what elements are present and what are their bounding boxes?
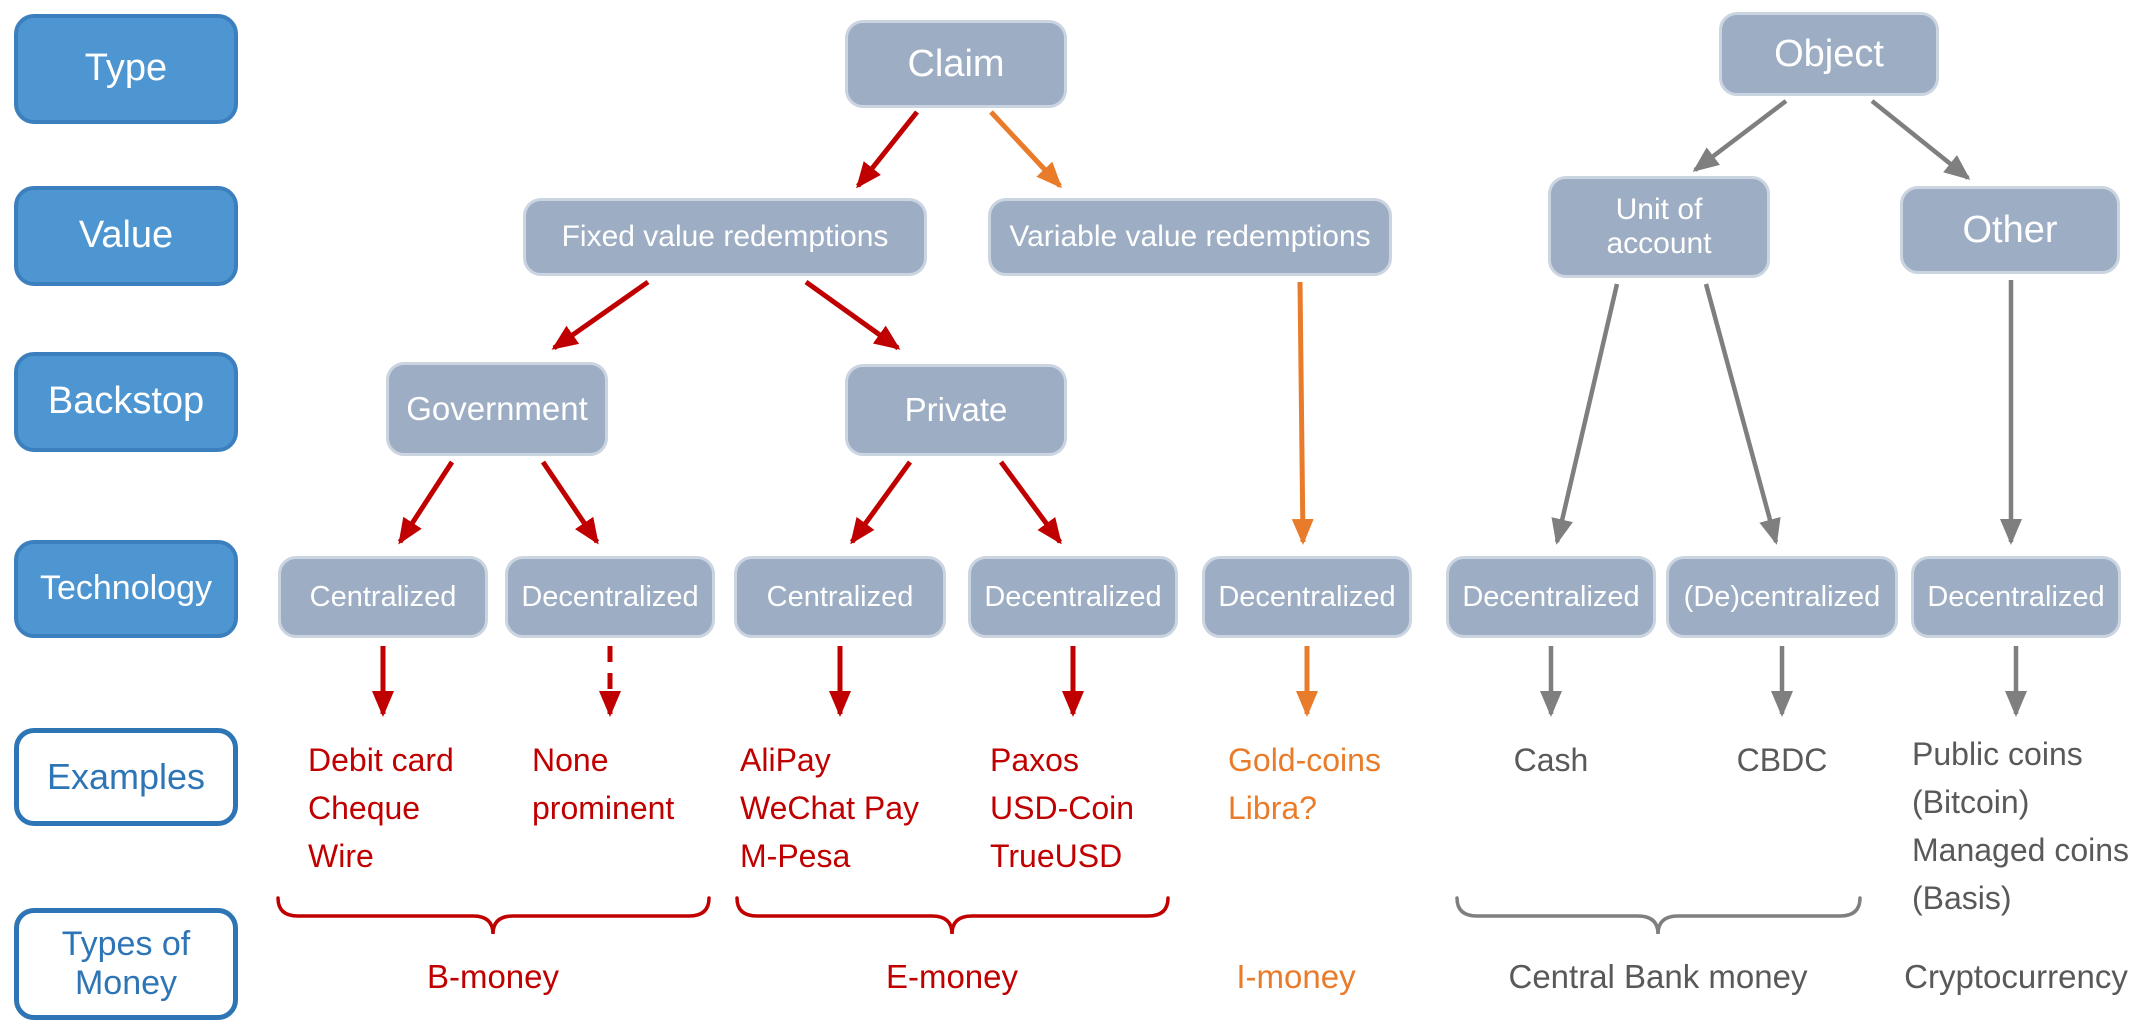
arrow-government-to-decentralized — [540, 460, 600, 545]
example-line: Wire — [308, 838, 374, 874]
arrow-fixed-to-private — [804, 279, 901, 351]
brace-e-money — [735, 896, 1170, 935]
examples-e-money-centralized: AliPay WeChat Pay M-Pesa — [740, 736, 919, 880]
row-label-type: Type — [14, 14, 238, 124]
example-line: USD-Coin — [990, 790, 1135, 826]
example-line: Debit card — [308, 742, 454, 778]
examples-cbdc: CBDC — [1736, 742, 1828, 778]
label-e-money: E-money — [885, 958, 1019, 995]
label-central-bank-money: Central Bank money — [1508, 958, 1808, 995]
examples-e-money-decentralized: Paxos USD-Coin TrueUSD — [990, 736, 1134, 880]
node-fixed-value-redemptions: Fixed value redemptions — [523, 198, 927, 276]
arrow-government-to-centralized — [397, 460, 455, 545]
node-claim: Claim — [845, 20, 1067, 108]
example-line: None — [532, 742, 609, 778]
examples-cryptocurrency: Public coins (Bitcoin) Managed coins (Ba… — [1912, 730, 2129, 922]
arrow-private-to-decentralized — [998, 460, 1063, 545]
tech-node-decentralized-cbdc: (De)centralized — [1666, 556, 1898, 638]
examples-i-money: Gold-coins Libra? — [1228, 736, 1381, 832]
arrow-fixed-to-government — [551, 279, 650, 351]
node-other: Other — [1900, 186, 2120, 274]
example-line: AliPay — [740, 742, 831, 778]
examples-b-money-government: Debit card Cheque Wire — [308, 736, 454, 880]
arrow-claim-to-fixed — [856, 110, 919, 189]
example-line: M-Pesa — [740, 838, 851, 874]
tech-node-decentralized-i: Decentralized — [1202, 556, 1412, 638]
example-line: Public coins — [1912, 736, 2083, 772]
example-line: Managed coins — [1912, 832, 2130, 868]
example-line: (Basis) — [1912, 880, 2012, 916]
row-label-examples: Examples — [14, 728, 238, 826]
tech-node-decentralized-crypto: Decentralized — [1911, 556, 2121, 638]
node-private: Private — [845, 364, 1067, 456]
arrow-unit-to-decentralized2 — [1703, 283, 1781, 545]
node-unit-of-account: Unit of account — [1548, 176, 1770, 278]
arrow-unit-to-decentralized — [1551, 283, 1620, 545]
tech-node-centralized-e: Centralized — [734, 556, 946, 638]
brace-b-money — [276, 896, 711, 935]
example-line: Paxos — [990, 742, 1079, 778]
arrow-object-to-other — [1870, 99, 1971, 180]
example-line: TrueUSD — [990, 838, 1123, 874]
example-line: (Bitcoin) — [1912, 784, 2030, 820]
example-line: prominent — [532, 790, 675, 826]
example-line: WeChat Pay — [740, 790, 920, 826]
row-label-value: Value — [14, 186, 238, 286]
label-i-money: I-money — [1236, 958, 1356, 995]
gray-arrows — [1540, 99, 2027, 717]
arrow-object-to-unit — [1692, 99, 1788, 172]
node-variable-value-redemptions: Variable value redemptions — [988, 198, 1392, 276]
tech-node-decentralized-cash: Decentralized — [1446, 556, 1656, 638]
tech-node-decentralized-b: Decentralized — [505, 556, 715, 638]
tech-node-centralized-b: Centralized — [278, 556, 488, 638]
row-label-technology: Technology — [14, 540, 238, 638]
row-label-backstop: Backstop — [14, 352, 238, 452]
label-b-money: B-money — [426, 958, 560, 995]
brace-central-bank-money — [1455, 896, 1862, 935]
orange-arrows — [989, 110, 1318, 717]
example-line: Gold-coins — [1228, 742, 1381, 778]
node-government: Government — [386, 362, 608, 456]
node-object: Object — [1719, 12, 1939, 96]
arrow-private-to-centralized — [849, 460, 913, 545]
row-label-types-of-money: Types of Money — [14, 908, 238, 1020]
example-line: Libra? — [1228, 790, 1317, 826]
red-arrows — [372, 110, 1084, 717]
arrow-variable-to-decentralized — [1291, 281, 1314, 545]
tech-node-decentralized-e: Decentralized — [968, 556, 1178, 638]
examples-b-money-decentralized: None prominent — [532, 736, 674, 832]
example-line: Cheque — [308, 790, 421, 826]
braces — [276, 896, 1862, 935]
arrow-claim-to-variable — [989, 110, 1063, 189]
label-cryptocurrency: Cryptocurrency — [1904, 958, 2128, 995]
examples-cash: Cash — [1513, 742, 1589, 778]
